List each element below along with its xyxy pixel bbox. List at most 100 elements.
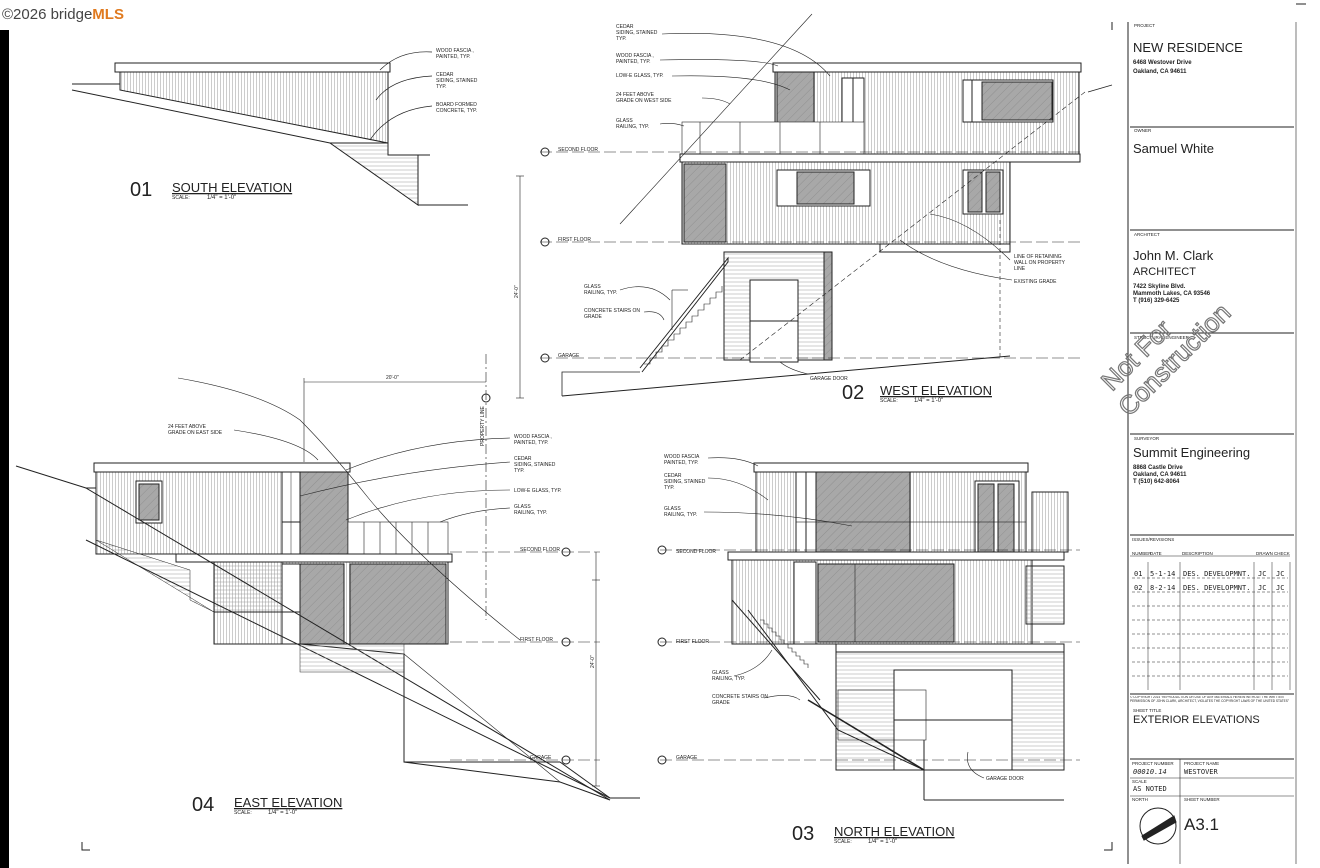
- bridge-mls-logo: ©2026 bridgeMLS: [2, 6, 132, 28]
- east-property-line: PROPERTY LINE: [480, 406, 486, 446]
- tb-project: NEW RESIDENCE: [1133, 40, 1243, 55]
- south-note-6: BOARD FORMED: [436, 102, 477, 108]
- tb-issues-head: ISSUES/REVISIONS: [1132, 537, 1174, 542]
- tb-issue-col-drawn: DRAWN: [1256, 551, 1273, 556]
- tb-scale-head: SCALE: [1132, 779, 1147, 784]
- tb-project-name: WESTOVER: [1184, 768, 1219, 776]
- east-note-4: PAINTED, TYP.: [514, 440, 548, 446]
- tb-sheet-number-head: SHEET NUMBER: [1184, 797, 1220, 802]
- south-note-1: WOOD FASCIA ,: [436, 48, 474, 54]
- west-note-r4: EXISTING GRADE: [1014, 279, 1057, 285]
- tb-architect-sub: ARCHITECT: [1133, 266, 1196, 278]
- tb-issue-col-number: NUMBER: [1132, 551, 1152, 556]
- west-note-9: GLASS: [616, 118, 633, 124]
- east-note-8: LOW-E GLASS, TYP.: [514, 488, 562, 494]
- north-scale: 1/4" = 1'-0": [868, 839, 897, 845]
- west-view-number: 02: [842, 382, 864, 404]
- west-note-4: WOOD FASCIA ,: [616, 53, 654, 59]
- tb-issue-2-drawn: JC: [1258, 584, 1266, 592]
- tb-sheet-title-head: SHEET TITLE: [1133, 708, 1161, 713]
- tb-surveyor-addr-2: Oakland, CA 94611: [1133, 472, 1187, 478]
- west-height-dim: 24'-0": [514, 285, 520, 298]
- tb-issues-rows: 01 5-1-14 DES. DEVELOPMNT. JC JC 02 8-2-…: [1134, 570, 1284, 592]
- south-elevation: [71, 51, 468, 206]
- south-view-number: 01: [130, 179, 152, 201]
- tb-issue-col-check: CHECK: [1274, 551, 1290, 556]
- tb-project-addr-1: 6468 Westover Drive: [1133, 60, 1192, 66]
- north-note-1: WOOD FASCIA: [664, 454, 700, 460]
- north-note-2: PAINTED, TYP.: [664, 460, 698, 466]
- east-scale: 1/4" = 1'-0": [268, 810, 297, 816]
- west-scale-label: SCALE:: [880, 398, 898, 404]
- west-note-r1: LINE OF RETAINING: [1014, 254, 1062, 260]
- east-scale-label: SCALE:: [234, 810, 252, 816]
- east-note-10: RAILING, TYP.: [514, 510, 547, 516]
- north-stair-note-3: CONCRETE STAIRS ON: [712, 694, 768, 700]
- tb-issue-2-desc: DES. DEVELOPMNT.: [1183, 584, 1250, 592]
- west-note-r3: LINE: [1014, 266, 1026, 272]
- east-note-6: SIDING, STAINED: [514, 462, 556, 468]
- tb-north-head: NORTH: [1132, 797, 1148, 802]
- north-view-number: 03: [792, 823, 814, 845]
- tb-issue-col-date: DATE: [1150, 551, 1162, 556]
- tb-issue-1-desc: DES. DEVELOPMNT.: [1183, 570, 1250, 578]
- tb-issue-1-number: 01: [1134, 570, 1142, 578]
- east-note-2: GRADE ON EAST SIDE: [168, 430, 223, 436]
- tb-project-number: 00010.14: [1133, 768, 1167, 776]
- tb-surveyor-addr-3: T (510) 642-8064: [1133, 479, 1180, 485]
- west-note-8: GRADE ON WEST SIDE: [616, 98, 672, 104]
- west-garage-door: GARAGE DOOR: [810, 376, 848, 382]
- north-note-4: SIDING, STAINED: [664, 479, 706, 485]
- tb-architect-addr-1: 7422 Skyline Blvd.: [1133, 284, 1186, 290]
- tb-copyright-box: © COPYRIGHT 2014 "REPRODUCTION OR USE OF…: [1130, 696, 1289, 702]
- west-view-title: WEST ELEVATION: [880, 383, 992, 398]
- south-note-2: PAINTED, TYP.: [436, 54, 470, 60]
- east-note-3: WOOD FASCIA ,: [514, 434, 552, 440]
- north-level-first: FIRST FLOOR: [676, 639, 709, 645]
- east-level-second: SECOND FLOOR: [520, 547, 560, 553]
- north-stair-note-1: GLASS: [712, 670, 729, 676]
- sheet-border-left: [0, 30, 9, 868]
- tb-architect-head: ARCHITECT: [1134, 232, 1160, 237]
- tb-project-name-head: PROJECT NAME: [1184, 761, 1219, 766]
- south-view-title: SOUTH ELEVATION: [172, 180, 292, 195]
- tb-issue-2-number: 02: [1134, 584, 1142, 592]
- tb-architect-addr-2: Mammoth Lakes, CA 93546: [1133, 291, 1211, 297]
- north-garage-door: GARAGE DOOR: [986, 776, 1024, 782]
- west-level-first: FIRST FLOOR: [558, 237, 591, 243]
- tb-issue-2-date: 8-2-14: [1150, 584, 1175, 592]
- south-scale: 1/4" = 1'-0": [207, 195, 236, 201]
- west-stair-note-3: CONCRETE STAIRS ON: [584, 308, 640, 314]
- north-level-second: SECOND FLOOR: [676, 549, 716, 555]
- east-note-9: GLASS: [514, 504, 531, 510]
- tb-issue-1-drawn: JC: [1258, 570, 1266, 578]
- east-note-7: TYP.: [514, 468, 524, 474]
- east-note-1: 24 FEET ABOVE: [168, 424, 207, 430]
- logo-copyright: ©2026 bridge: [2, 6, 93, 23]
- west-elevation: [516, 13, 1113, 399]
- north-note-5: TYP.: [664, 485, 674, 491]
- west-note-2: SIDING, STAINED: [616, 30, 658, 36]
- tb-structural-head: STRUCTURAL ENGINEER: [1134, 335, 1190, 340]
- west-scale: 1/4" = 1'-0": [914, 398, 943, 404]
- west-stair-note-4: GRADE: [584, 314, 602, 320]
- crop-marks: [81, 3, 1306, 851]
- tb-project-addr-2: Oakland, CA 94611: [1133, 69, 1187, 75]
- north-stair-note-4: GRADE: [712, 700, 730, 706]
- north-scale-label: SCALE:: [834, 839, 852, 845]
- west-note-3: TYP.: [616, 36, 626, 42]
- south-note-4: SIDING, STAINED: [436, 78, 478, 84]
- north-note-7: RAILING, TYP.: [664, 512, 697, 518]
- south-scale-label: SCALE:: [172, 195, 190, 201]
- north-note-6: GLASS: [664, 506, 681, 512]
- west-note-1: CEDAR: [616, 24, 634, 30]
- west-note-r2: WALL ON PROPERTY: [1014, 260, 1066, 266]
- tb-project-number-head: PROJECT NUMBER: [1132, 761, 1174, 766]
- west-note-6: LOW-E GLASS, TYP.: [616, 73, 664, 79]
- tb-issue-col-desc: DESCRIPTION: [1182, 551, 1213, 556]
- tb-surveyor: Summit Engineering: [1133, 445, 1250, 460]
- south-note-7: CONCRETE, TYP.: [436, 108, 477, 114]
- west-stair-note-2: RAILING, TYP.: [584, 290, 617, 296]
- tb-project-head: PROJECT: [1134, 23, 1155, 28]
